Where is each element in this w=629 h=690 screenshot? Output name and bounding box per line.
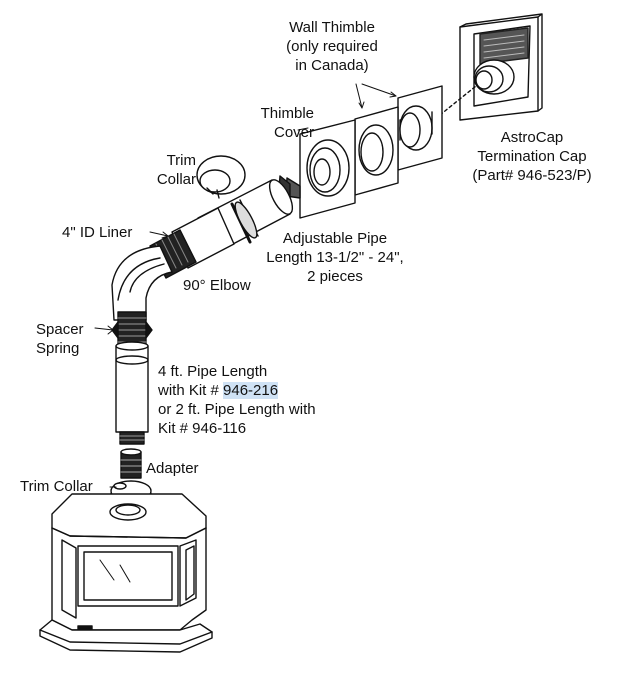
pipe-length-line-1: 4 ft. Pipe Length [158, 363, 268, 380]
wall-thimble [355, 86, 442, 195]
astrocap-line-1: AstroCap [500, 129, 564, 146]
elbow-label: 90° Elbow [183, 277, 251, 294]
spacer-spring-line-2: Spring [36, 340, 80, 357]
astrocap-label: AstroCap Termination Cap (Part# 946-523/… [452, 128, 612, 185]
pipe-length-line-2: with Kit # 946-216 [158, 381, 316, 400]
trim-collar-top-label: Trim Collar [136, 151, 196, 189]
thimble-cover-line-1: Thimble [260, 105, 314, 122]
wall-thimble-line-3: in Canada) [295, 57, 369, 74]
adjustable-pipe-line-3: 2 pieces [307, 268, 363, 285]
adjustable-pipe-line-2: Length 13-1/2" - 24", [266, 249, 404, 266]
leader-lines [95, 84, 396, 487]
astrocap-line-3: (Part# 946-523/P) [472, 167, 592, 184]
pipe-length-line-3: or 2 ft. Pipe Length with [158, 401, 316, 418]
spacer-spring-label: Spacer Spring [36, 320, 84, 358]
thimble-cover [300, 120, 355, 218]
adjustable-pipe-label: Adjustable Pipe Length 13-1/2" - 24", 2 … [260, 229, 410, 286]
trim-collar-top-line-1: Trim [166, 152, 196, 169]
elbow [112, 246, 172, 320]
adapter [121, 449, 141, 478]
pipe-length-line-2-prefix: with Kit # [158, 382, 224, 399]
astrocap-termination-cap [460, 14, 542, 120]
liner-label: 4" ID Liner [62, 224, 133, 241]
adjustable-pipe-line-1: Adjustable Pipe [282, 230, 388, 247]
spacer-spring-line-1: Spacer [36, 321, 84, 338]
axis-line [440, 86, 476, 115]
thimble-cover-line-2: Cover [273, 124, 314, 141]
pipe-length-label: 4 ft. Pipe Length with Kit # 946-216 or … [158, 362, 316, 438]
adapter-label: Adapter [146, 460, 199, 477]
wall-thimble-label: Wall Thimble (only required in Canada) [268, 18, 396, 75]
trim-collar-bottom-label: Trim Collar [20, 478, 93, 495]
kit-number-highlight: 946-216 [223, 382, 279, 399]
astrocap-line-2: Termination Cap [477, 148, 587, 165]
trim-collar-top [197, 156, 245, 198]
stove [40, 494, 212, 652]
wall-thimble-line-2: (only required [286, 38, 378, 55]
pipe-length-line-4: Kit # 946-116 [158, 420, 247, 437]
vertical-pipe [116, 342, 148, 444]
thimble-cover-label: Thimble Cover [236, 104, 314, 142]
trim-collar-top-line-2: Collar [156, 171, 196, 188]
wall-thimble-line-1: Wall Thimble [289, 19, 375, 36]
